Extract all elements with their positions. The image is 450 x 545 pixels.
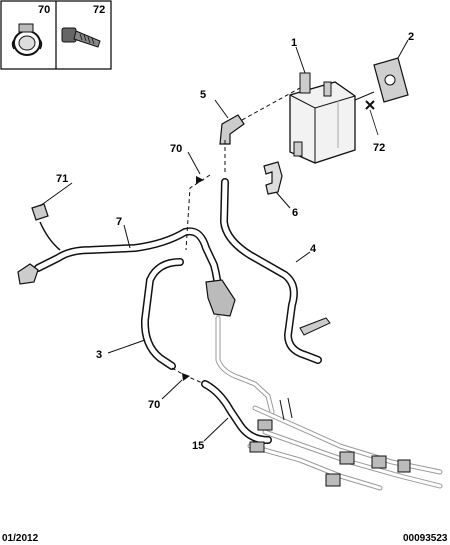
hose-4 [220, 178, 331, 364]
callout-3: 3 [96, 349, 102, 361]
callout-1: 1 [291, 37, 297, 49]
parts-legend: 70 72 [0, 0, 112, 70]
callout-4: 4 [310, 243, 317, 255]
hose-clamp-icon [11, 23, 43, 56]
callout-labels: 1 2 3 4 5 6 7 15 70 70 71 72 [56, 31, 414, 452]
hose-15-and-fuel-lines [201, 380, 443, 491]
footer-reference: 00093523 [403, 533, 448, 544]
screw-marker [365, 100, 379, 136]
callout-70-top: 70 [170, 143, 182, 155]
canister-bracket [354, 57, 409, 103]
bolt-icon [61, 27, 101, 48]
callout-2: 2 [408, 31, 414, 43]
footer-date: 01/2012 [2, 533, 39, 544]
callout-15: 15 [192, 440, 204, 452]
callout-71: 71 [56, 173, 68, 185]
carbon-canister [289, 72, 356, 164]
hose-7 [17, 203, 236, 317]
callout-7: 7 [116, 216, 122, 228]
legend-item-72-number: 72 [93, 4, 105, 16]
pipe-clip [263, 161, 283, 195]
hose-3 [140, 258, 184, 370]
callout-70-bottom: 70 [148, 399, 160, 411]
legend-item-70-number: 70 [38, 4, 50, 16]
callout-5: 5 [200, 89, 206, 101]
callout-6: 6 [292, 207, 298, 219]
elbow-connector [219, 87, 301, 145]
connection-lines [171, 140, 275, 415]
leader-lines [39, 39, 409, 442]
callout-72: 72 [373, 142, 385, 154]
